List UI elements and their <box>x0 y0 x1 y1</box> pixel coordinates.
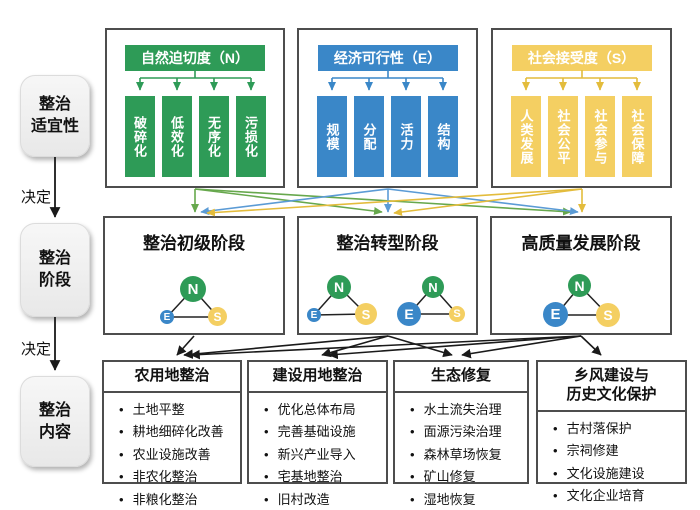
nes-circle-s: S <box>596 303 620 327</box>
list-item: 水土流失治理 <box>410 399 523 418</box>
indicator-bar: 结构 <box>428 96 458 177</box>
top-box-economic-title: 经济可行性（E） <box>317 45 458 71</box>
natural-indicator-bars: 破碎化 低效化 无序化 污损化 <box>107 96 283 177</box>
economic-to-stage-arrows <box>200 188 579 216</box>
decide-label-2: 决定 <box>20 341 51 358</box>
indicator-bar: 无序化 <box>198 96 229 177</box>
nes-circle-e: E <box>307 308 321 322</box>
social-to-stage-arrows <box>206 188 586 217</box>
list-item: 文化企业培育 <box>553 485 681 504</box>
culture-item-list: 古村落保护 宗祠修建 文化设施建设 文化企业培育 <box>538 418 685 508</box>
content-box-construction-land: 建设用地整治 优化总体布局 完善基础设施 新兴产业导入 宅基地整治 旧村改造 <box>247 360 388 507</box>
indicator-bar: 社会公平 <box>548 96 578 177</box>
indicator-bar: 活力 <box>391 96 421 177</box>
nes-circle-n: N <box>180 276 206 302</box>
indicator-bar: 低效化 <box>161 96 192 177</box>
top-box-natural-urgency: 自然迫切度（N） 破碎化 低效化 无序化 污损化 <box>105 28 285 188</box>
indicator-bar: 社会参与 <box>585 96 615 177</box>
list-item: 森林草场恢复 <box>410 444 523 463</box>
nes-circle-n: N <box>422 276 444 298</box>
list-item: 宅基地整治 <box>264 466 382 485</box>
nes-circle-e: E <box>543 302 568 327</box>
top-box-natural-title: 自然迫切度（N） <box>125 45 265 71</box>
content-box-construction-title: 建设用地整治 <box>249 362 386 393</box>
top-box-economic-feasibility: 经济可行性（E） 规模 分配 活力 结构 <box>297 28 478 188</box>
ecological-item-list: 水土流失治理 面源污染治理 森林草场恢复 矿山修复 湿地恢复 <box>395 399 527 510</box>
nes-circle-e: E <box>160 310 174 324</box>
nes-circle-e: E <box>397 302 421 326</box>
list-item: 完善基础设施 <box>264 421 382 440</box>
list-item: 新兴产业导入 <box>264 444 382 463</box>
stage-box-transition-title: 整治转型阶段 <box>336 234 439 253</box>
list-item: 宗祠修建 <box>553 440 681 459</box>
stage-box-initial-title: 整治初级阶段 <box>143 234 245 253</box>
construction-item-list: 优化总体布局 完善基础设施 新兴产业导入 宅基地整治 旧村改造 <box>249 399 386 510</box>
list-item: 非粮化整治 <box>119 489 236 508</box>
list-item: 农业设施改善 <box>119 444 236 463</box>
content-label: 整治 内容 <box>38 401 71 441</box>
content-box-farmland-title: 农用地整治 <box>104 362 240 393</box>
list-item: 矿山修复 <box>410 466 523 485</box>
list-item: 湿地恢复 <box>410 489 523 508</box>
nes-circle-s: S <box>355 303 377 325</box>
list-item: 非农化整治 <box>119 466 236 485</box>
content-box-culture-title: 乡风建设与 历史文化保护 <box>538 362 685 412</box>
content-box-rural-culture: 乡风建设与 历史文化保护 古村落保护 宗祠修建 文化设施建设 文化企业培育 <box>536 360 687 503</box>
indicator-bar: 社会保障 <box>622 96 652 177</box>
left-box-suitability: 整治 适宜性 <box>20 75 90 157</box>
indicator-bar: 规模 <box>317 96 347 177</box>
list-item: 面源污染治理 <box>410 421 523 440</box>
decide-label-1: 决定 <box>20 189 51 206</box>
content-box-farmland: 农用地整治 土地平整 耕地细碎化改善 农业设施改善 非农化整治 非粮化整治 <box>102 360 242 507</box>
content-box-ecological-title: 生态修复 <box>395 362 527 393</box>
stage-label: 整治 阶段 <box>38 250 71 289</box>
top-box-social-acceptance: 社会接受度（S） 人类发展 社会公平 社会参与 社会保障 <box>491 28 672 188</box>
indicator-bar: 人类发展 <box>511 96 541 177</box>
nes-circle-n: N <box>568 274 591 297</box>
nes-circle-s: S <box>208 307 227 326</box>
stage-box-high-quality-title: 高质量发展阶段 <box>521 234 641 253</box>
natural-to-stage-arrows <box>191 188 572 216</box>
list-item: 土地平整 <box>119 399 236 418</box>
content-box-ecological-restoration: 生态修复 水土流失治理 面源污染治理 森林草场恢复 矿山修复 湿地恢复 <box>393 360 529 507</box>
indicator-bar: 分配 <box>354 96 384 177</box>
list-item: 优化总体布局 <box>264 399 382 418</box>
list-item: 耕地细碎化改善 <box>119 421 236 440</box>
list-item: 文化设施建设 <box>553 463 681 482</box>
social-indicator-bars: 人类发展 社会公平 社会参与 社会保障 <box>493 96 670 177</box>
farmland-item-list: 土地平整 耕地细碎化改善 农业设施改善 非农化整治 非粮化整治 <box>104 399 240 510</box>
list-item: 古村落保护 <box>553 418 681 437</box>
indicator-bar: 污损化 <box>235 96 266 177</box>
list-item: 旧村改造 <box>264 489 382 508</box>
nes-circle-s: S <box>449 306 465 322</box>
suitability-label: 整治 适宜性 <box>30 96 79 135</box>
nes-circle-n: N <box>327 275 351 299</box>
top-box-social-title: 社会接受度（S） <box>511 45 652 71</box>
indicator-bar: 破碎化 <box>124 96 155 177</box>
left-box-content: 整治 内容 <box>20 376 90 467</box>
stage-to-content-arrows <box>176 335 602 360</box>
left-box-stage: 整治 阶段 <box>20 223 90 317</box>
economic-indicator-bars: 规模 分配 活力 结构 <box>299 96 476 177</box>
